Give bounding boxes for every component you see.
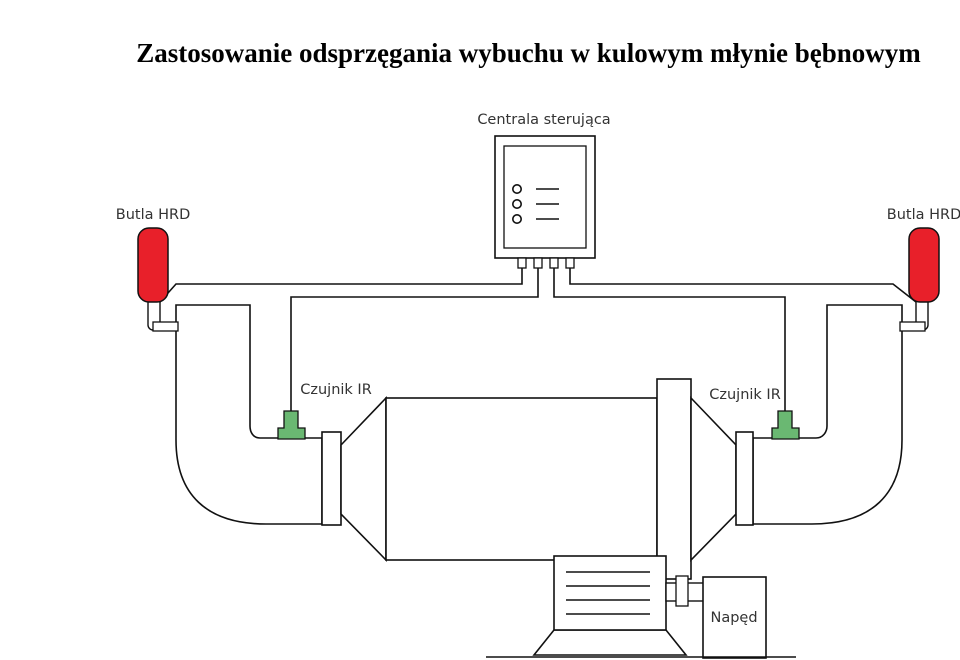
ir-sensor-right [771, 410, 800, 440]
hrd-bottle-right-label: Butla HRD [887, 207, 960, 223]
hrd-bottle-right [899, 227, 940, 332]
hrd-bottle-right-body [908, 227, 940, 303]
diagram-title: Zastosowanie odsprzęgania wybuchu w kulo… [136, 38, 921, 68]
control-unit-indicators [511, 184, 559, 225]
drive-unit [702, 576, 767, 659]
left-pipe [175, 304, 323, 525]
ir-sensor-right-label: Czujnik IR [709, 387, 781, 403]
cables [159, 268, 917, 412]
right-pipe [752, 304, 903, 525]
control-unit-terminals [517, 257, 575, 269]
motor [532, 555, 705, 656]
drive-unit-label: Napęd [710, 610, 757, 626]
hrd-bottle-left-label: Butla HRD [116, 207, 191, 223]
hrd-bottle-left [137, 227, 179, 332]
hrd-bottle-left-body [137, 227, 169, 303]
ball-mill [321, 378, 754, 580]
control-unit [494, 135, 596, 269]
ir-sensor-left-label: Czujnik IR [300, 382, 372, 398]
ir-sensor-left [277, 410, 306, 440]
control-unit-label: Centrala sterująca [477, 112, 610, 128]
